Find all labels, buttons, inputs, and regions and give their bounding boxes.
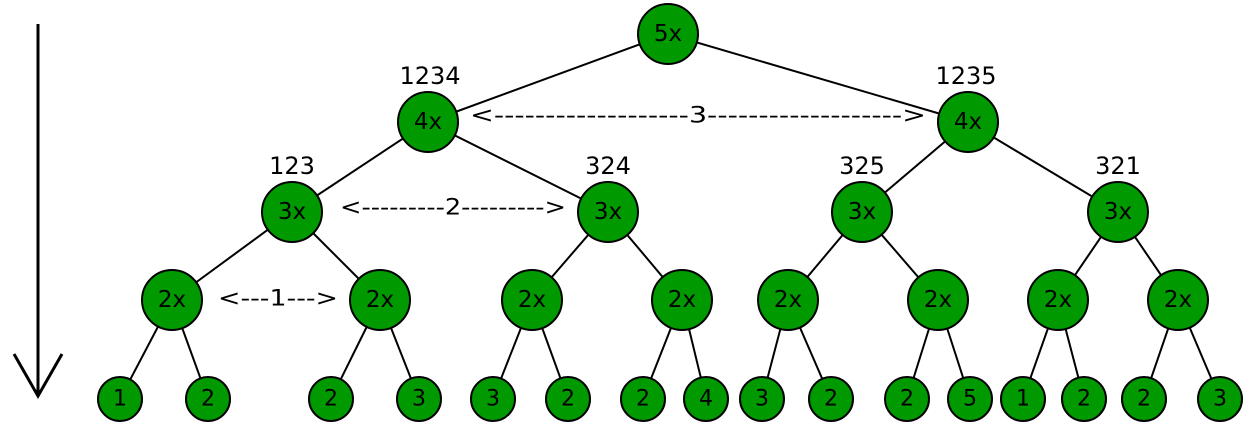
node-caption: 324 xyxy=(585,152,631,180)
leaf-label: 2 xyxy=(900,387,914,412)
distance-label-1: <---1---> xyxy=(218,287,338,312)
node-label: 2x xyxy=(774,287,802,313)
tree-leaf: 3 xyxy=(470,376,516,422)
node-label: 2x xyxy=(518,287,546,313)
tree-leaf: 3 xyxy=(1197,376,1243,422)
tree-leaf: 2 xyxy=(1121,376,1167,422)
leaf-label: 5 xyxy=(963,387,977,412)
tree-node-level3: 2x xyxy=(651,269,713,331)
edge xyxy=(427,33,669,123)
tree-leaf: 2 xyxy=(620,376,666,422)
leaf-label: 2 xyxy=(324,387,338,412)
leaf-label: 3 xyxy=(1213,387,1227,412)
leaf-label: 1 xyxy=(1016,387,1030,412)
tree-node-level3: 2x xyxy=(501,269,563,331)
tree-node-level3: 2x xyxy=(1147,269,1209,331)
distance-label-2: <---------2---------> xyxy=(340,196,566,221)
tree-leaf: 2 xyxy=(884,376,930,422)
node-caption: 1235 xyxy=(935,62,996,90)
tree-node-level2: 3x xyxy=(261,181,323,243)
node-label: 5x xyxy=(654,21,682,47)
node-caption: 325 xyxy=(839,152,885,180)
edge xyxy=(667,33,969,123)
leaf-label: 3 xyxy=(412,387,426,412)
node-label: 3x xyxy=(594,199,622,225)
node-caption: 1234 xyxy=(399,62,460,90)
tree-leaf: 3 xyxy=(739,376,785,422)
node-caption: 321 xyxy=(1095,152,1141,180)
leaf-label: 2 xyxy=(636,387,650,412)
node-label: 2x xyxy=(668,287,696,313)
node-label: 2x xyxy=(158,287,186,313)
node-label: 2x xyxy=(366,287,394,313)
tree-node-level3: 2x xyxy=(141,269,203,331)
node-label: 3x xyxy=(278,199,306,225)
leaf-label: 3 xyxy=(755,387,769,412)
node-caption: 123 xyxy=(269,152,315,180)
leaf-label: 1 xyxy=(113,387,127,412)
distance-label-3: <-------------------3-------------------… xyxy=(470,104,926,129)
tree-node-level3: 2x xyxy=(1027,269,1089,331)
node-label: 2x xyxy=(1044,287,1072,313)
tree-leaf: 3 xyxy=(396,376,442,422)
tree-leaf: 2 xyxy=(308,376,354,422)
tree-node-root: 5x xyxy=(637,3,699,65)
tree-leaf: 2 xyxy=(808,376,854,422)
tree-leaf: 2 xyxy=(545,376,591,422)
tree-leaf: 1 xyxy=(97,376,143,422)
leaf-label: 2 xyxy=(1077,387,1091,412)
leaf-label: 2 xyxy=(824,387,838,412)
leaf-label: 2 xyxy=(1137,387,1151,412)
tree-nodes: 5x 4x 4x 3x 3x 3x 3x 2x xyxy=(97,3,1243,422)
node-label: 4x xyxy=(414,109,442,135)
tree-node-level2: 3x xyxy=(1087,181,1149,243)
tree-node-level2: 3x xyxy=(577,181,639,243)
down-arrow-icon xyxy=(12,24,64,400)
tree-leaf: 2 xyxy=(1061,376,1107,422)
node-label: 3x xyxy=(848,199,876,225)
tree-leaf: 1 xyxy=(1000,376,1046,422)
tree-leaf: 2 xyxy=(185,376,231,422)
leaf-label: 2 xyxy=(201,387,215,412)
node-label: 4x xyxy=(954,109,982,135)
tree-node-level1: 4x xyxy=(937,91,999,153)
tree-node-level2: 3x xyxy=(831,181,893,243)
node-label: 2x xyxy=(1164,287,1192,313)
leaf-label: 3 xyxy=(486,387,500,412)
leaf-label: 4 xyxy=(699,387,713,412)
tree-node-level3: 2x xyxy=(757,269,819,331)
node-label: 3x xyxy=(1104,199,1132,225)
tree-leaf: 4 xyxy=(683,376,729,422)
leaf-label: 2 xyxy=(561,387,575,412)
node-label: 2x xyxy=(924,287,952,313)
tree-node-level3: 2x xyxy=(349,269,411,331)
edge xyxy=(427,121,609,213)
tree-node-level3: 2x xyxy=(907,269,969,331)
tree-leaf: 5 xyxy=(947,376,993,422)
tree-node-level1: 4x xyxy=(397,91,459,153)
